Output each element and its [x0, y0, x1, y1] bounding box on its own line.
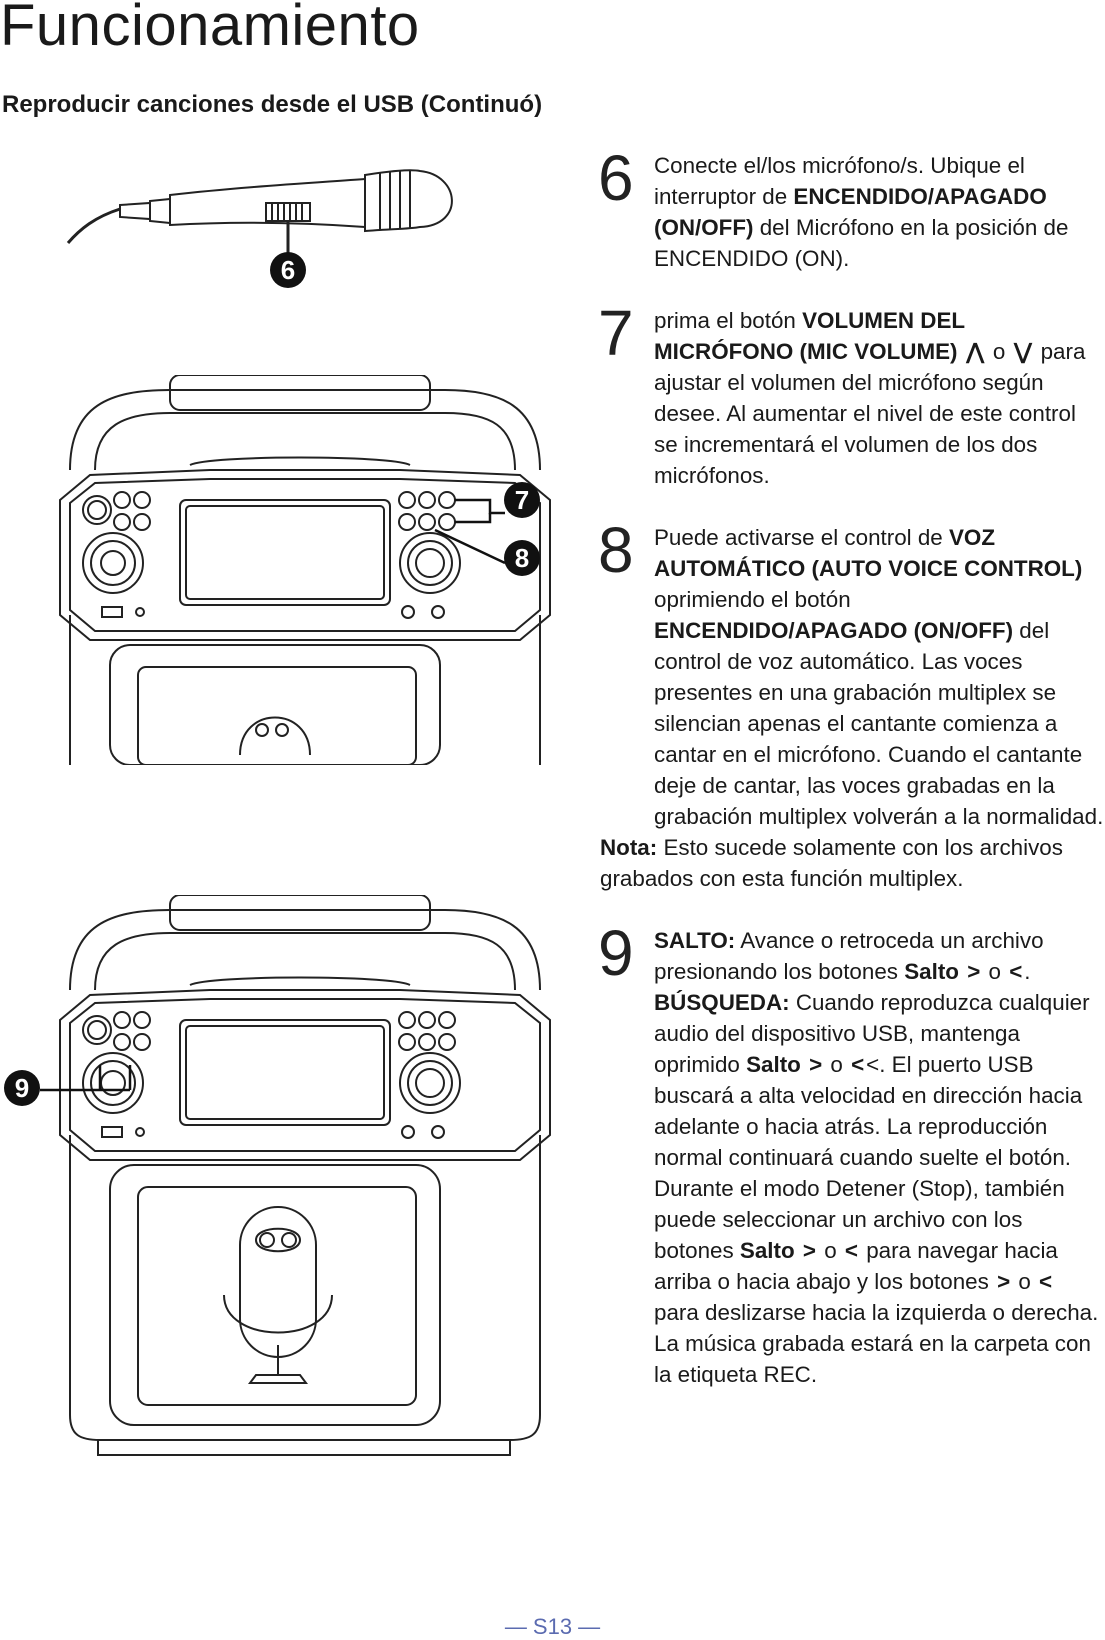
page-title: Funcionamiento: [0, 0, 420, 58]
step-number: 6: [598, 142, 634, 214]
step-7: 7 prima el botón VOLUMEN DEL MICRÓFONO (…: [598, 297, 1105, 491]
step-8: 8 Puede activarse el control de VOZ AUTO…: [598, 514, 1105, 832]
step-text: prima el botón VOLUMEN DEL MICRÓFONO (MI…: [654, 308, 1086, 488]
svg-text:9: 9: [15, 1073, 29, 1103]
callout-9: 9: [4, 1070, 40, 1106]
skip-next-icon: >: [997, 1269, 1011, 1294]
step-number: 8: [598, 514, 634, 586]
svg-text:7: 7: [515, 485, 529, 515]
skip-next-icon: >: [802, 1238, 816, 1263]
microphone-illustration: 6: [66, 169, 453, 288]
volume-up-icon: ⋀: [965, 339, 985, 364]
page-footer: —S13—: [0, 1614, 1105, 1640]
callout-7: 7: [504, 482, 540, 518]
skip-prev-icon: <: [1039, 1269, 1053, 1294]
footer-dash: —: [578, 1614, 601, 1639]
step-text: Puede activarse el control de VOZ AUTOMÁ…: [654, 525, 1104, 829]
callout-6: 6: [270, 252, 306, 288]
section-subtitle: Reproducir canciones desde el USB (Conti…: [2, 91, 543, 118]
step-6: 6 Conecte el/los micrófono/s. Ubique el …: [598, 142, 1105, 274]
step-number: 9: [598, 917, 634, 989]
footer-dash: —: [504, 1614, 527, 1639]
page-number: S13: [532, 1614, 573, 1639]
skip-prev-icon: <: [851, 1052, 865, 1077]
skip-prev-icon: <: [1009, 959, 1023, 984]
note: Nota: Esto sucede solamente con los arch…: [600, 835, 1063, 891]
karaoke-machine-full-illustration: 9: [4, 895, 551, 1456]
svg-text:6: 6: [281, 255, 295, 285]
svg-text:8: 8: [515, 543, 529, 573]
step-text: SALTO: Avance o retroceda un archivo pre…: [654, 928, 1099, 1387]
skip-next-icon: >: [809, 1052, 823, 1077]
instruction-steps: 6 Conecte el/los micrófono/s. Ubique el …: [598, 142, 1105, 1390]
step-9: 9 SALTO: Avance o retroceda un archivo p…: [598, 917, 1105, 1390]
volume-down-icon: ⋁: [1013, 339, 1033, 364]
karaoke-machine-top-illustration: 7 8: [59, 375, 551, 765]
skip-next-icon: >: [967, 959, 981, 984]
step-text: Conecte el/los micrófono/s. Ubique el in…: [654, 153, 1069, 271]
callout-8: 8: [504, 540, 540, 576]
step-number: 7: [598, 297, 634, 369]
skip-prev-icon: <: [844, 1238, 858, 1263]
